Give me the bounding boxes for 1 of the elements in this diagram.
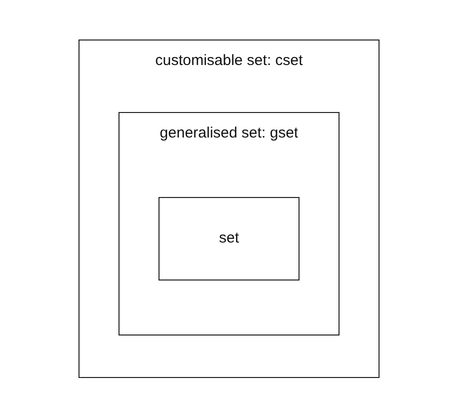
node-box: set xyxy=(158,196,300,280)
